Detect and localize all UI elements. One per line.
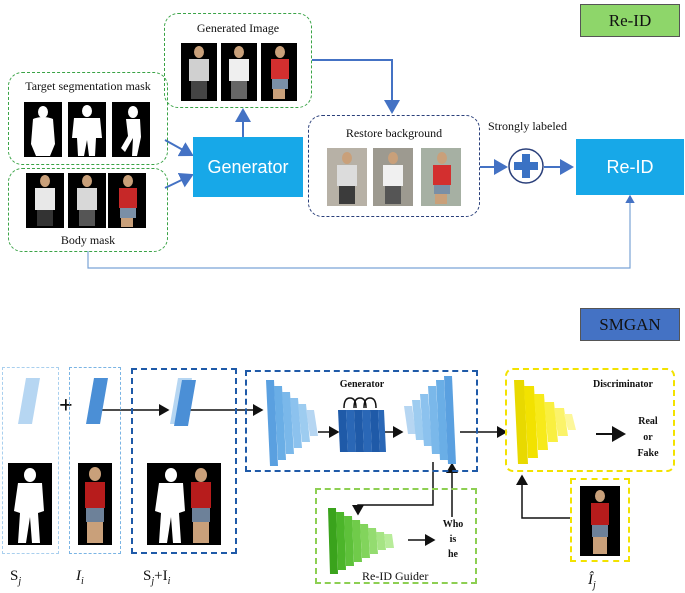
restore-background-group: Restore background [308, 115, 480, 217]
ij-subscript: j [593, 580, 596, 591]
target-mask-image-1 [24, 102, 62, 157]
body-mask-image-1 [26, 173, 64, 228]
sj-plane [18, 378, 40, 424]
ij-label: Îj [588, 572, 596, 591]
discriminator-group [505, 368, 675, 472]
generated-image-label: Generated Image [196, 21, 280, 35]
target-mask-image-3 [112, 102, 150, 157]
ii-person-image [78, 463, 112, 545]
generator-resblocks [338, 397, 386, 452]
reid-badge: Re-ID [580, 4, 680, 37]
concat-image [147, 463, 221, 545]
sj-subscript: j [18, 576, 22, 587]
restore-image-3 [421, 148, 461, 206]
target-mask-group: Target segmentation mask [8, 72, 168, 165]
discriminator-layers [514, 380, 576, 464]
who-label: Who [442, 519, 464, 530]
restore-image-2 [373, 148, 413, 206]
is-label: is [449, 534, 457, 545]
concat-group [131, 368, 237, 554]
discriminator-label: Discriminator [593, 379, 653, 390]
generator-box: Generator [193, 137, 303, 197]
arrow-mask-to-generator [164, 139, 194, 157]
generated-image-group: Generated Image [164, 13, 312, 108]
or-label: or [643, 432, 653, 443]
ii-group [69, 367, 121, 554]
generated-image-1 [181, 43, 217, 101]
sj-group [2, 367, 59, 554]
ij-group [570, 478, 630, 562]
body-mask-image-2 [68, 173, 106, 228]
reid-box: Re-ID [576, 139, 684, 195]
concat-planes [170, 378, 196, 426]
sj-label: Sj [10, 568, 22, 587]
he-label: he [448, 549, 458, 560]
arrow-real-to-disc [516, 474, 570, 519]
plus-combine-icon [507, 147, 545, 185]
strongly-labeled-label: Strongly labeled [488, 119, 567, 133]
ii-subscript: i [81, 576, 84, 587]
sj-mask-image [8, 463, 52, 545]
real-label: Real [638, 416, 658, 427]
reid-guider-label: Re-ID Guider [362, 569, 429, 583]
fake-label: Fake [637, 448, 659, 459]
generated-image-2 [221, 43, 257, 101]
generated-image-3 [261, 43, 297, 101]
body-mask-group: Body mask [8, 168, 168, 252]
ii-plane [86, 378, 108, 424]
arrow-image-to-restore [312, 59, 400, 114]
arrow-bodymask-to-reid [87, 194, 635, 269]
generator-label: Generator [339, 379, 385, 390]
body-mask-label: Body mask [60, 233, 116, 247]
target-mask-image-2 [68, 102, 106, 157]
concat-sub2: i [167, 576, 171, 587]
generator-group [245, 370, 478, 472]
concat-plus: +I [154, 568, 168, 584]
reid-guider-layers [328, 508, 394, 574]
reid-guider-group [315, 488, 477, 584]
ij-person-image [580, 486, 620, 556]
concat-sub1: j [151, 576, 155, 587]
concat-label: Sj+Ii [143, 568, 171, 587]
restore-background-label: Restore background [345, 126, 443, 140]
ii-label: Ii [76, 568, 84, 587]
restore-image-1 [327, 148, 367, 206]
target-mask-label: Target segmentation mask [25, 79, 151, 93]
arrow-body-to-generator [164, 172, 194, 189]
smgan-badge: SMGAN [580, 308, 680, 341]
body-mask-image-3 [108, 173, 146, 228]
arrow-gen-to-guider [352, 462, 434, 516]
generator-decoder [404, 376, 456, 464]
generator-encoder [266, 380, 318, 466]
